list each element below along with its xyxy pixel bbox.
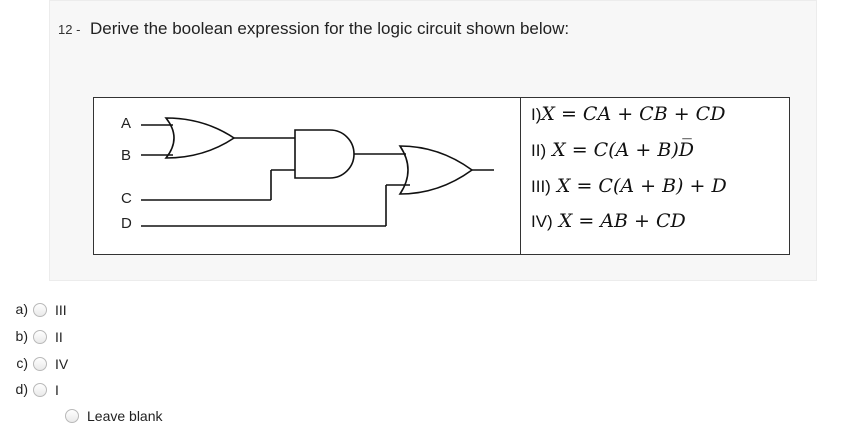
answer-label: Leave blank (87, 408, 163, 424)
circuit-figure: A B C D I)X = CA + CB + CD II) X = C(A +… (93, 97, 790, 255)
option-expression: X = AB + CD (558, 210, 686, 232)
answer-letter: a) (15, 301, 28, 317)
answer-label: I (55, 382, 59, 398)
input-label-c: C (121, 190, 132, 207)
option-expression: X = CA + CB + CD (541, 103, 726, 125)
or-gate-2 (398, 145, 474, 195)
answer-letter: d) (15, 381, 28, 397)
expression-option-3: III) X = C(A + B) + D (531, 175, 727, 197)
radio-button[interactable] (65, 409, 79, 423)
answer-label: IV (55, 356, 69, 372)
question-text: Derive the boolean expression for the lo… (90, 19, 570, 38)
input-label-a: A (121, 115, 132, 132)
input-label-b: B (121, 147, 132, 164)
figure-divider (520, 98, 521, 254)
option-expression: X = C(A + B) + D (556, 175, 727, 197)
option-numeral: III) (531, 177, 551, 196)
radio-button[interactable] (33, 383, 47, 397)
option-numeral: II) (531, 141, 547, 160)
radio-button[interactable] (33, 303, 47, 317)
answer-letter: c) (16, 355, 28, 371)
expression-option-4: IV) X = AB + CD (531, 210, 686, 232)
option-numeral: I) (531, 105, 542, 124)
radio-button[interactable] (33, 330, 47, 344)
or-gate-1 (164, 117, 236, 159)
expression-options: I)X = CA + CB + CD II) X = C(A + B)D̅ II… (531, 98, 727, 254)
answer-option-c[interactable]: c) IV (0, 355, 160, 375)
answer-label: II (55, 329, 63, 345)
question-number: 12 - (58, 22, 81, 37)
option-numeral: IV) (531, 212, 553, 231)
answer-letter: b) (15, 328, 28, 344)
expression-option-1: I)X = CA + CB + CD (531, 103, 725, 125)
option-expression: X = C(A + B)D̅ (552, 139, 694, 161)
expression-option-2: II) X = C(A + B)D̅ (531, 139, 694, 161)
and-gate (294, 129, 355, 179)
input-label-d: D (121, 215, 132, 232)
answer-option-a[interactable]: a) III (0, 301, 160, 321)
logic-circuit-diagram (141, 117, 494, 227)
radio-button[interactable] (33, 357, 47, 371)
answer-label: III (55, 302, 67, 318)
answer-option-b[interactable]: b) II (0, 328, 160, 348)
answer-option-d[interactable]: d) I (0, 381, 160, 401)
answer-option-leave-blank[interactable]: Leave blank (32, 407, 202, 427)
